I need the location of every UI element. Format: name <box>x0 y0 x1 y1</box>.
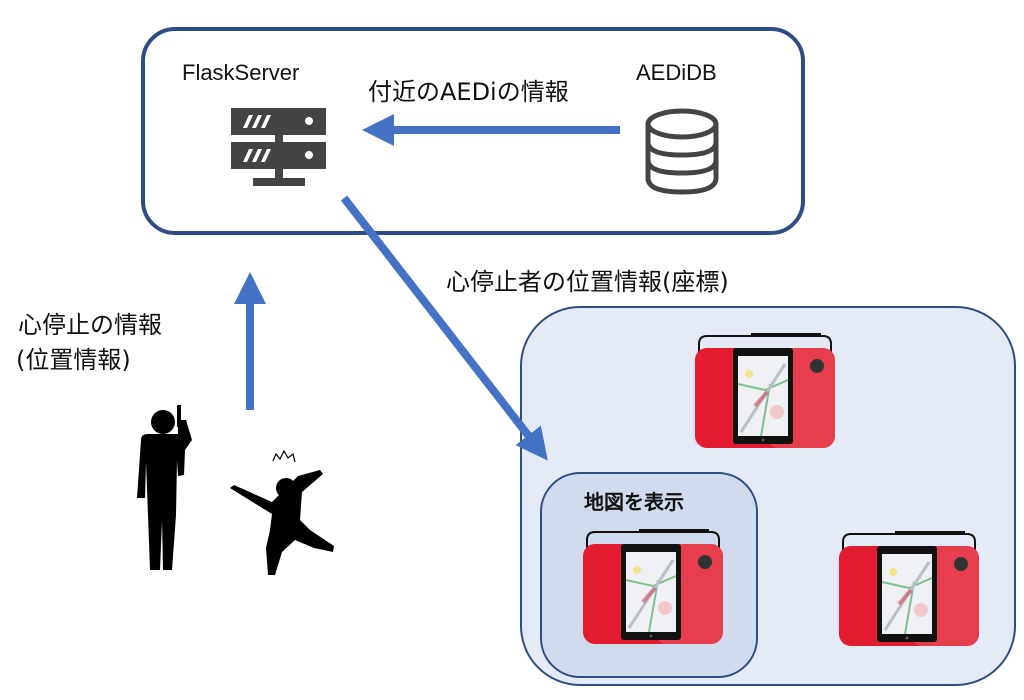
location-info-label: (位置情報) <box>16 346 131 374</box>
aedi-db-label: AEDiDB <box>636 60 717 85</box>
server-to-aed-arrow <box>340 195 548 461</box>
person-collapse-icon <box>230 449 334 575</box>
aed-device-right <box>837 529 981 648</box>
database-icon <box>645 108 719 195</box>
patient-location-label: 心停止者の位置情報(座標) <box>446 268 729 296</box>
cardiac-arrest-info-label: 心停止の情報 <box>18 311 162 339</box>
aed-device-selected <box>581 527 725 646</box>
person-phone-icon <box>137 405 192 570</box>
nearby-aed-info-label: 付近のAEDiの情報 <box>368 78 569 106</box>
server-icon <box>231 108 326 186</box>
show-map-label: 地図を表示 <box>584 490 684 514</box>
flask-server-label: FlaskServer <box>182 60 300 85</box>
aed-device-top <box>693 331 837 450</box>
